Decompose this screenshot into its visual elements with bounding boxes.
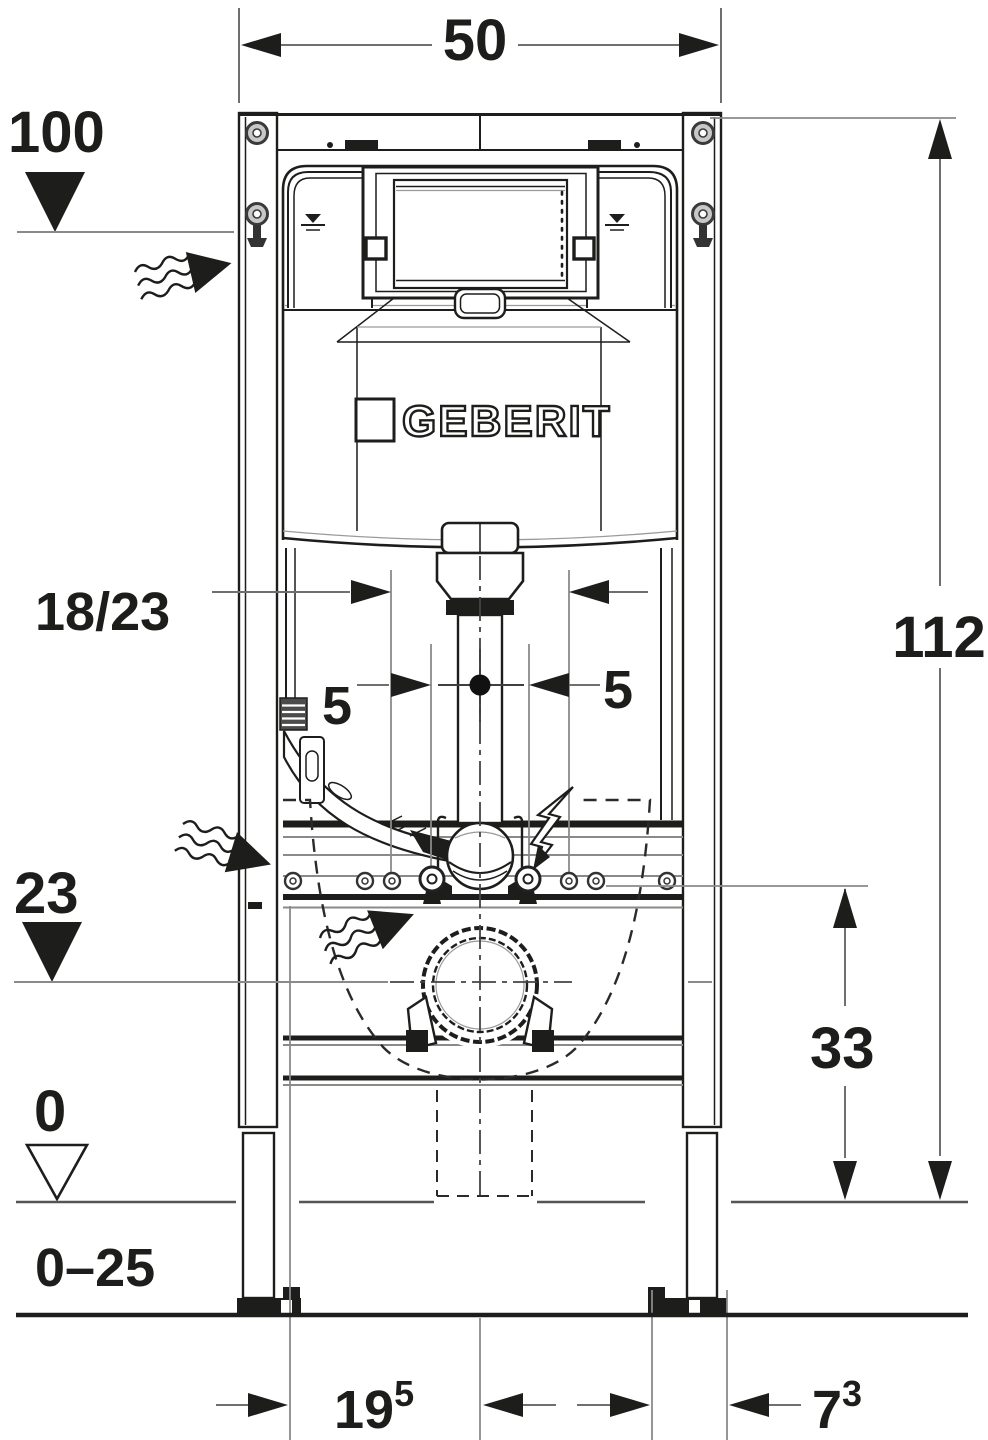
fixing-holes <box>283 865 677 904</box>
level-23: 23 <box>14 861 388 983</box>
fixing-hole-icon <box>559 871 579 891</box>
arrowhead-down-icon <box>928 1161 952 1200</box>
dim-label-supply-spacing: 18/23 <box>35 582 170 642</box>
arrowhead-left-icon <box>729 1393 769 1417</box>
level-100: 100 <box>8 100 234 233</box>
arrowhead-up-icon <box>833 888 857 928</box>
arrowhead-up-icon <box>928 119 952 159</box>
water-supply-pipe <box>279 548 308 731</box>
arrowhead-left-icon <box>241 33 281 57</box>
dim-label-floor-buildup: 0–25 <box>35 1238 155 1298</box>
dimension-total-height: 112 <box>710 117 986 1200</box>
dimension-top-width: 50 <box>238 8 722 103</box>
geberit-logo: GEBERIT <box>354 396 612 447</box>
dim-label-actuation-level: 100 <box>8 100 105 165</box>
dim-label-fixing-height: 33 <box>810 1016 875 1081</box>
dimension-foot-center: 195 <box>216 1373 556 1440</box>
electrical-connection-icon <box>529 786 574 870</box>
flow-arrow-center-icon <box>318 910 414 965</box>
dim-label-offset-left: 5 <box>322 676 352 736</box>
fixing-hole-icon <box>657 871 677 891</box>
brand-wordmark: GEBERIT <box>402 397 612 446</box>
concealed-cistern: GEBERIT <box>281 164 679 549</box>
fixing-hole-icon <box>283 871 303 891</box>
pipe-center-marker <box>438 649 524 722</box>
arrowhead-left-icon <box>569 580 609 604</box>
dim-label-foot-width: 73 <box>812 1373 862 1440</box>
dimension-offset-left: 5 <box>322 673 431 736</box>
level-marker-filled-icon <box>25 172 85 232</box>
flush-actuation-window <box>336 165 631 343</box>
dim-label-top-width: 50 <box>443 8 508 73</box>
arrowhead-right-icon <box>391 673 431 697</box>
arrowhead-right-icon <box>351 580 391 604</box>
flow-arrow-left-icon <box>174 820 272 873</box>
flow-arrow-top-icon <box>133 252 232 300</box>
arrowhead-down-icon <box>833 1161 857 1200</box>
fill-valve-pipe <box>660 548 673 820</box>
angle-valve-bracket <box>282 730 459 864</box>
fixing-hole-icon <box>586 871 606 891</box>
dim-label-offset-right: 5 <box>603 660 633 720</box>
frame-foot <box>648 1287 727 1315</box>
arrowhead-left-icon <box>529 673 569 697</box>
level-marker-filled-icon <box>22 922 82 982</box>
fixing-hole-icon <box>355 871 375 891</box>
water-level-icon <box>301 214 629 231</box>
level-0: 0 <box>24 1079 90 1202</box>
dim-label-foot-center: 195 <box>334 1373 414 1440</box>
wc-fixing-bolt-icon <box>418 865 446 904</box>
frame-foot <box>237 1287 301 1315</box>
fixing-hole-icon <box>382 871 402 891</box>
level-marker-open-icon <box>24 1143 90 1202</box>
wc-fixing-bolt-icon <box>514 865 542 904</box>
dim-label-zero-level: 0 <box>34 1079 66 1144</box>
dimension-supply-spacing: 18/23 <box>35 580 648 642</box>
mounting-frame <box>237 111 727 1315</box>
dimension-fixing-height: 33 <box>606 885 875 1200</box>
arrowhead-right-icon <box>248 1393 288 1417</box>
arrowhead-right-icon <box>610 1393 650 1417</box>
center-lines <box>390 556 712 1198</box>
dimension-foot-width: 73 <box>577 1373 862 1440</box>
dim-label-outlet-level: 23 <box>14 861 79 926</box>
arrowhead-left-icon <box>483 1393 523 1417</box>
extension-lines <box>289 570 728 1440</box>
dim-label-total-height: 112 <box>892 605 986 670</box>
dimension-offset-right: 5 <box>529 660 633 720</box>
arrowhead-right-icon <box>679 33 719 57</box>
wall-anchor-icon <box>245 121 715 247</box>
